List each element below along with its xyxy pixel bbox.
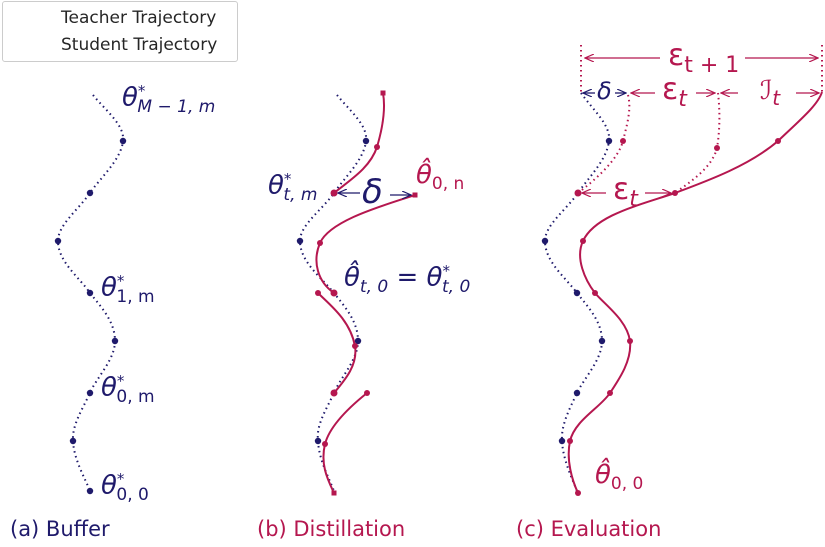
label-theta-t-m: θ*t, m [268, 170, 318, 205]
caption-evaluation: (c) Evaluation [516, 517, 662, 541]
legend-teacher-label: Teacher Trajectory [61, 8, 217, 28]
label-epsilon-t-top: εt [662, 72, 687, 112]
panel-c-teacher-trajectory [541, 92, 613, 492]
label-theta-M-1-m: θ*M − 1, m [122, 82, 216, 117]
label-delta-c: δ [597, 77, 612, 105]
label-theta-hat-t-0-equality: θ̂t, 0 = θ*t, 0 [344, 262, 471, 297]
caption-buffer: (a) Buffer [10, 517, 110, 541]
panel-b-delta-arrows [338, 193, 411, 195]
legend: Teacher Trajectory Student Trajectory [2, 1, 238, 62]
panel-b-student-points [315, 90, 418, 496]
label-epsilon-t-plus-1: εt + 1 [668, 38, 740, 78]
label-I-t: ℐt [760, 76, 781, 111]
label-theta-hat-0-n: θ̂0, n [416, 160, 465, 195]
panel-c-measure-arrows [582, 58, 819, 193]
label-theta-hat-0-0: θ̂0, 0 [595, 460, 644, 495]
label-delta-b: δ [362, 172, 383, 212]
label-theta-0-m: θ*0, m [101, 372, 155, 407]
caption-distillation: (b) Distillation [257, 517, 406, 541]
panel-c-student-trajectory [567, 91, 823, 496]
label-theta-1-m: θ*1, m [101, 272, 155, 307]
legend-student-label: Student Trajectory [61, 35, 218, 55]
label-theta-0-0: θ*0, 0 [101, 470, 149, 505]
panel-a-teacher-trajectory [54, 94, 127, 495]
label-epsilon-t-mid: εt [613, 172, 638, 212]
